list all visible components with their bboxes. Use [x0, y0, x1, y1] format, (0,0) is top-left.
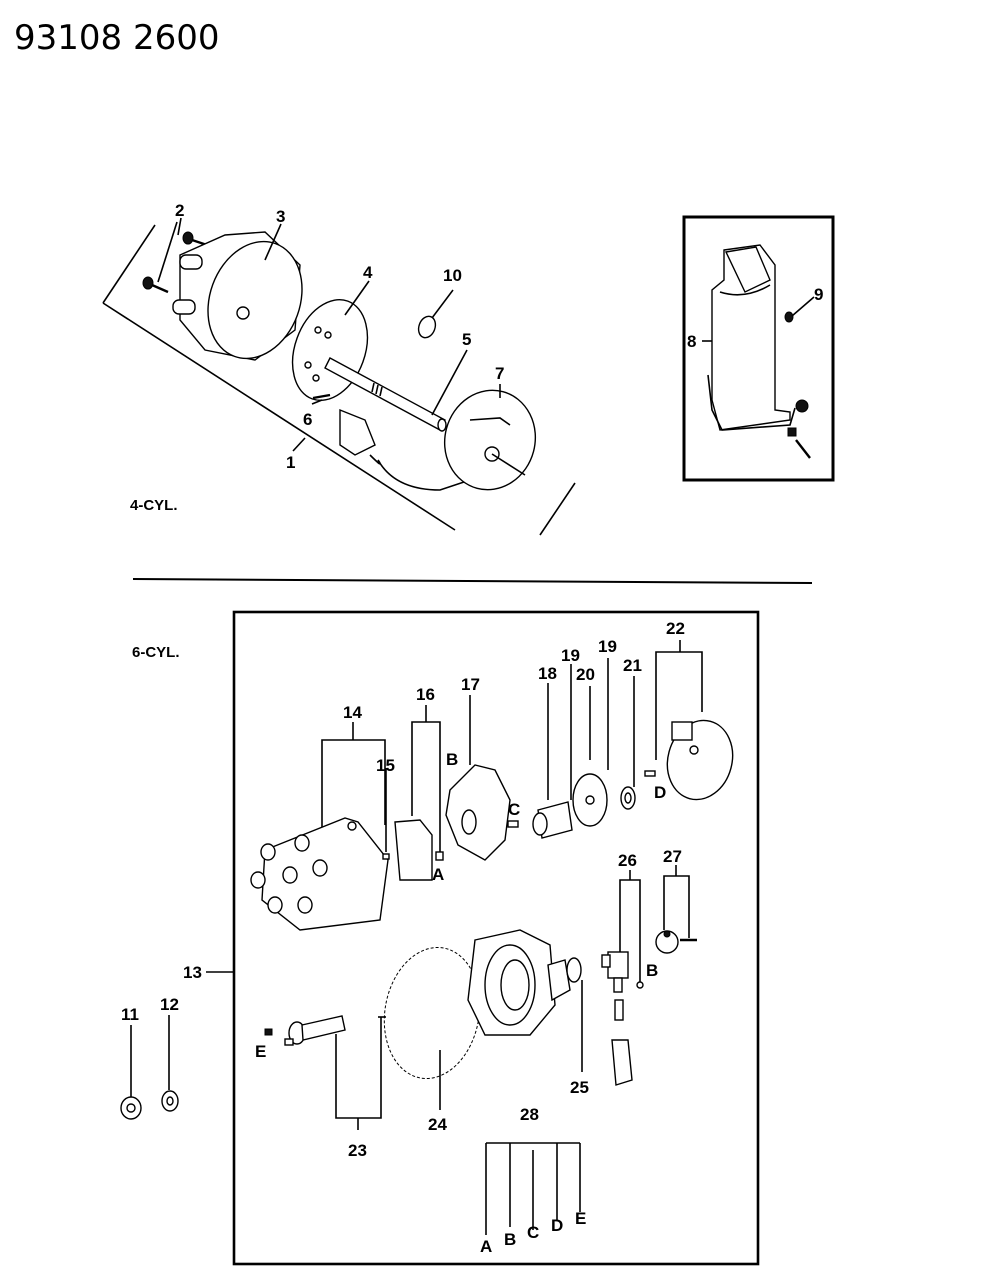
inset-frame — [682, 215, 835, 482]
rotor — [394, 705, 444, 881]
screw-c — [507, 820, 519, 828]
kit-ref-e: E — [575, 1209, 586, 1228]
distributor-cap-6cyl — [250, 722, 389, 931]
callout-5: 5 — [462, 330, 471, 349]
callout-7: 7 — [495, 364, 504, 383]
callout-25: 25 — [570, 1078, 589, 1097]
callout-10: 10 — [443, 266, 462, 285]
section-divider — [132, 578, 813, 584]
callout-23: 23 — [348, 1141, 367, 1160]
callout-17: 17 — [461, 675, 480, 694]
callout-15: 15 — [376, 756, 395, 775]
callout-3: 3 — [276, 207, 285, 226]
kit-ref-c: C — [527, 1223, 539, 1242]
callout-19-left: 19 — [561, 646, 580, 665]
callout-28: 28 — [520, 1105, 539, 1124]
ref-a-top: A — [432, 865, 444, 884]
callout-19-right: 19 — [598, 637, 617, 656]
pickup-assembly — [655, 640, 734, 801]
distributor-housing-6cyl — [467, 929, 571, 1036]
dust-cover — [445, 695, 511, 861]
distributor-shield — [707, 244, 796, 431]
callout-26: 26 — [618, 851, 637, 870]
ref-e-mid: E — [255, 1042, 266, 1061]
pickup-sensor — [339, 408, 471, 491]
drive-shaft — [284, 1015, 386, 1130]
shield-screw — [784, 311, 794, 323]
governor-shaft — [532, 683, 573, 839]
callout-27: 27 — [663, 847, 682, 866]
ref-c-top: C — [508, 800, 520, 819]
callout-16: 16 — [416, 685, 435, 704]
kit-ref-b: B — [504, 1230, 516, 1249]
document-id: 93108 2600 — [14, 18, 220, 58]
four-cyl-assembly: 2 3 4 10 5 7 6 1 4-CYL. — [102, 201, 576, 536]
callout-14: 14 — [343, 703, 362, 722]
callout-18: 18 — [538, 664, 557, 683]
reluctor-plate — [572, 773, 608, 827]
hold-down-nut — [120, 1025, 142, 1120]
callout-6: 6 — [303, 410, 312, 429]
callout-9: 9 — [814, 285, 823, 304]
distributor-shaft — [324, 357, 447, 432]
callout-4: 4 — [363, 263, 373, 282]
callout-1: 1 — [286, 453, 295, 472]
kit-ref-d: D — [551, 1216, 563, 1235]
distributor-cap — [172, 231, 303, 361]
assembly-frame — [232, 610, 760, 1266]
shield-clip — [787, 399, 811, 459]
callout-12: 12 — [160, 995, 179, 1014]
callout-8: 8 — [687, 332, 696, 351]
roll-pin — [312, 393, 331, 400]
bracket-line — [102, 224, 156, 304]
ref-b-mid: B — [646, 961, 658, 980]
cap-screw — [142, 276, 169, 294]
housing-seal — [566, 957, 583, 1072]
seal-ring — [417, 315, 437, 339]
hardware-kit-bracket — [485, 1142, 581, 1235]
ref-d-top: D — [654, 783, 666, 802]
kit-ref-a: A — [480, 1237, 492, 1256]
washer — [161, 1015, 179, 1112]
distributor-housing — [443, 389, 537, 491]
callout-21: 21 — [623, 656, 642, 675]
callout-22: 22 — [666, 619, 685, 638]
section-title-4-cyl: 4-CYL. — [130, 497, 178, 514]
drive-gear — [655, 865, 697, 954]
callout-20: 20 — [576, 665, 595, 684]
screw-d — [644, 770, 656, 777]
ref-b-top: B — [446, 750, 458, 769]
section-title-6-cyl: 6-CYL. — [132, 644, 180, 661]
callout-2: 2 — [175, 201, 184, 220]
callout-24: 24 — [428, 1115, 447, 1134]
callout-13: 13 — [183, 963, 202, 982]
bracket-line — [539, 482, 576, 536]
bearing — [620, 786, 636, 810]
bracket-line — [102, 302, 456, 531]
shield-inset: 9 8 — [682, 215, 835, 482]
sensor-harness — [601, 870, 644, 1086]
clip-e — [264, 1028, 273, 1036]
callout-11: 11 — [121, 1005, 139, 1024]
